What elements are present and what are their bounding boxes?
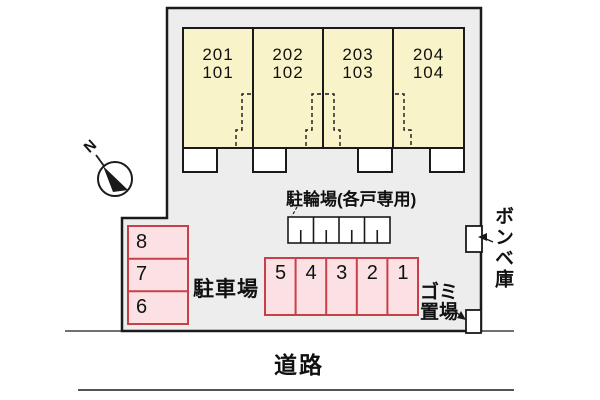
unit-label-202-102: 202 102 xyxy=(272,45,304,82)
parking-space-number-8: 8 xyxy=(136,231,148,253)
road-label: 道路 xyxy=(274,352,324,378)
gas-cylinder-storage-label: ボンベ庫 xyxy=(492,206,513,290)
stair-dashed-outline-4 xyxy=(395,93,412,147)
parking-left-block xyxy=(127,225,189,325)
parking-space-number-7: 7 xyxy=(136,263,148,285)
stair-dashed-outline-3 xyxy=(325,93,341,147)
parking-space-number-5: 5 xyxy=(274,262,287,284)
parking-lot-label: 駐車場 xyxy=(193,278,259,301)
parking-bottom-block xyxy=(264,257,419,316)
parking-space-number-4: 4 xyxy=(305,262,317,284)
parking-space-number-3: 3 xyxy=(336,262,348,284)
garbage-box xyxy=(465,309,482,334)
unit-label-203-103: 203 103 xyxy=(342,45,374,82)
gas-cylinder-arrowhead xyxy=(478,233,487,241)
stair-dashed-outline-2 xyxy=(305,93,321,147)
entrance-porch-4 xyxy=(429,147,465,173)
bicycle-label-pointer xyxy=(291,206,298,217)
garbage-area-label: ゴミ 置場 xyxy=(420,282,459,323)
parking-space-number-2: 2 xyxy=(366,262,378,284)
bicycle-parking-label: 駐輪場(各戸専用) xyxy=(286,190,417,209)
stair-dashed-outline-1 xyxy=(235,93,251,147)
parking-space-number-6: 6 xyxy=(136,296,148,318)
entrance-porch-1 xyxy=(182,147,218,173)
compass-needle xyxy=(103,166,128,192)
compass-north-line xyxy=(95,154,105,167)
entrance-porch-2 xyxy=(252,147,287,173)
entrance-porch-3 xyxy=(357,147,393,173)
garbage-arrowhead xyxy=(457,311,466,320)
parking-space-number-1: 1 xyxy=(397,262,409,284)
unit-label-204-104: 204 104 xyxy=(412,45,445,82)
unit-label-201-101: 201 101 xyxy=(202,45,234,82)
gas-cylinder-box xyxy=(465,225,483,253)
